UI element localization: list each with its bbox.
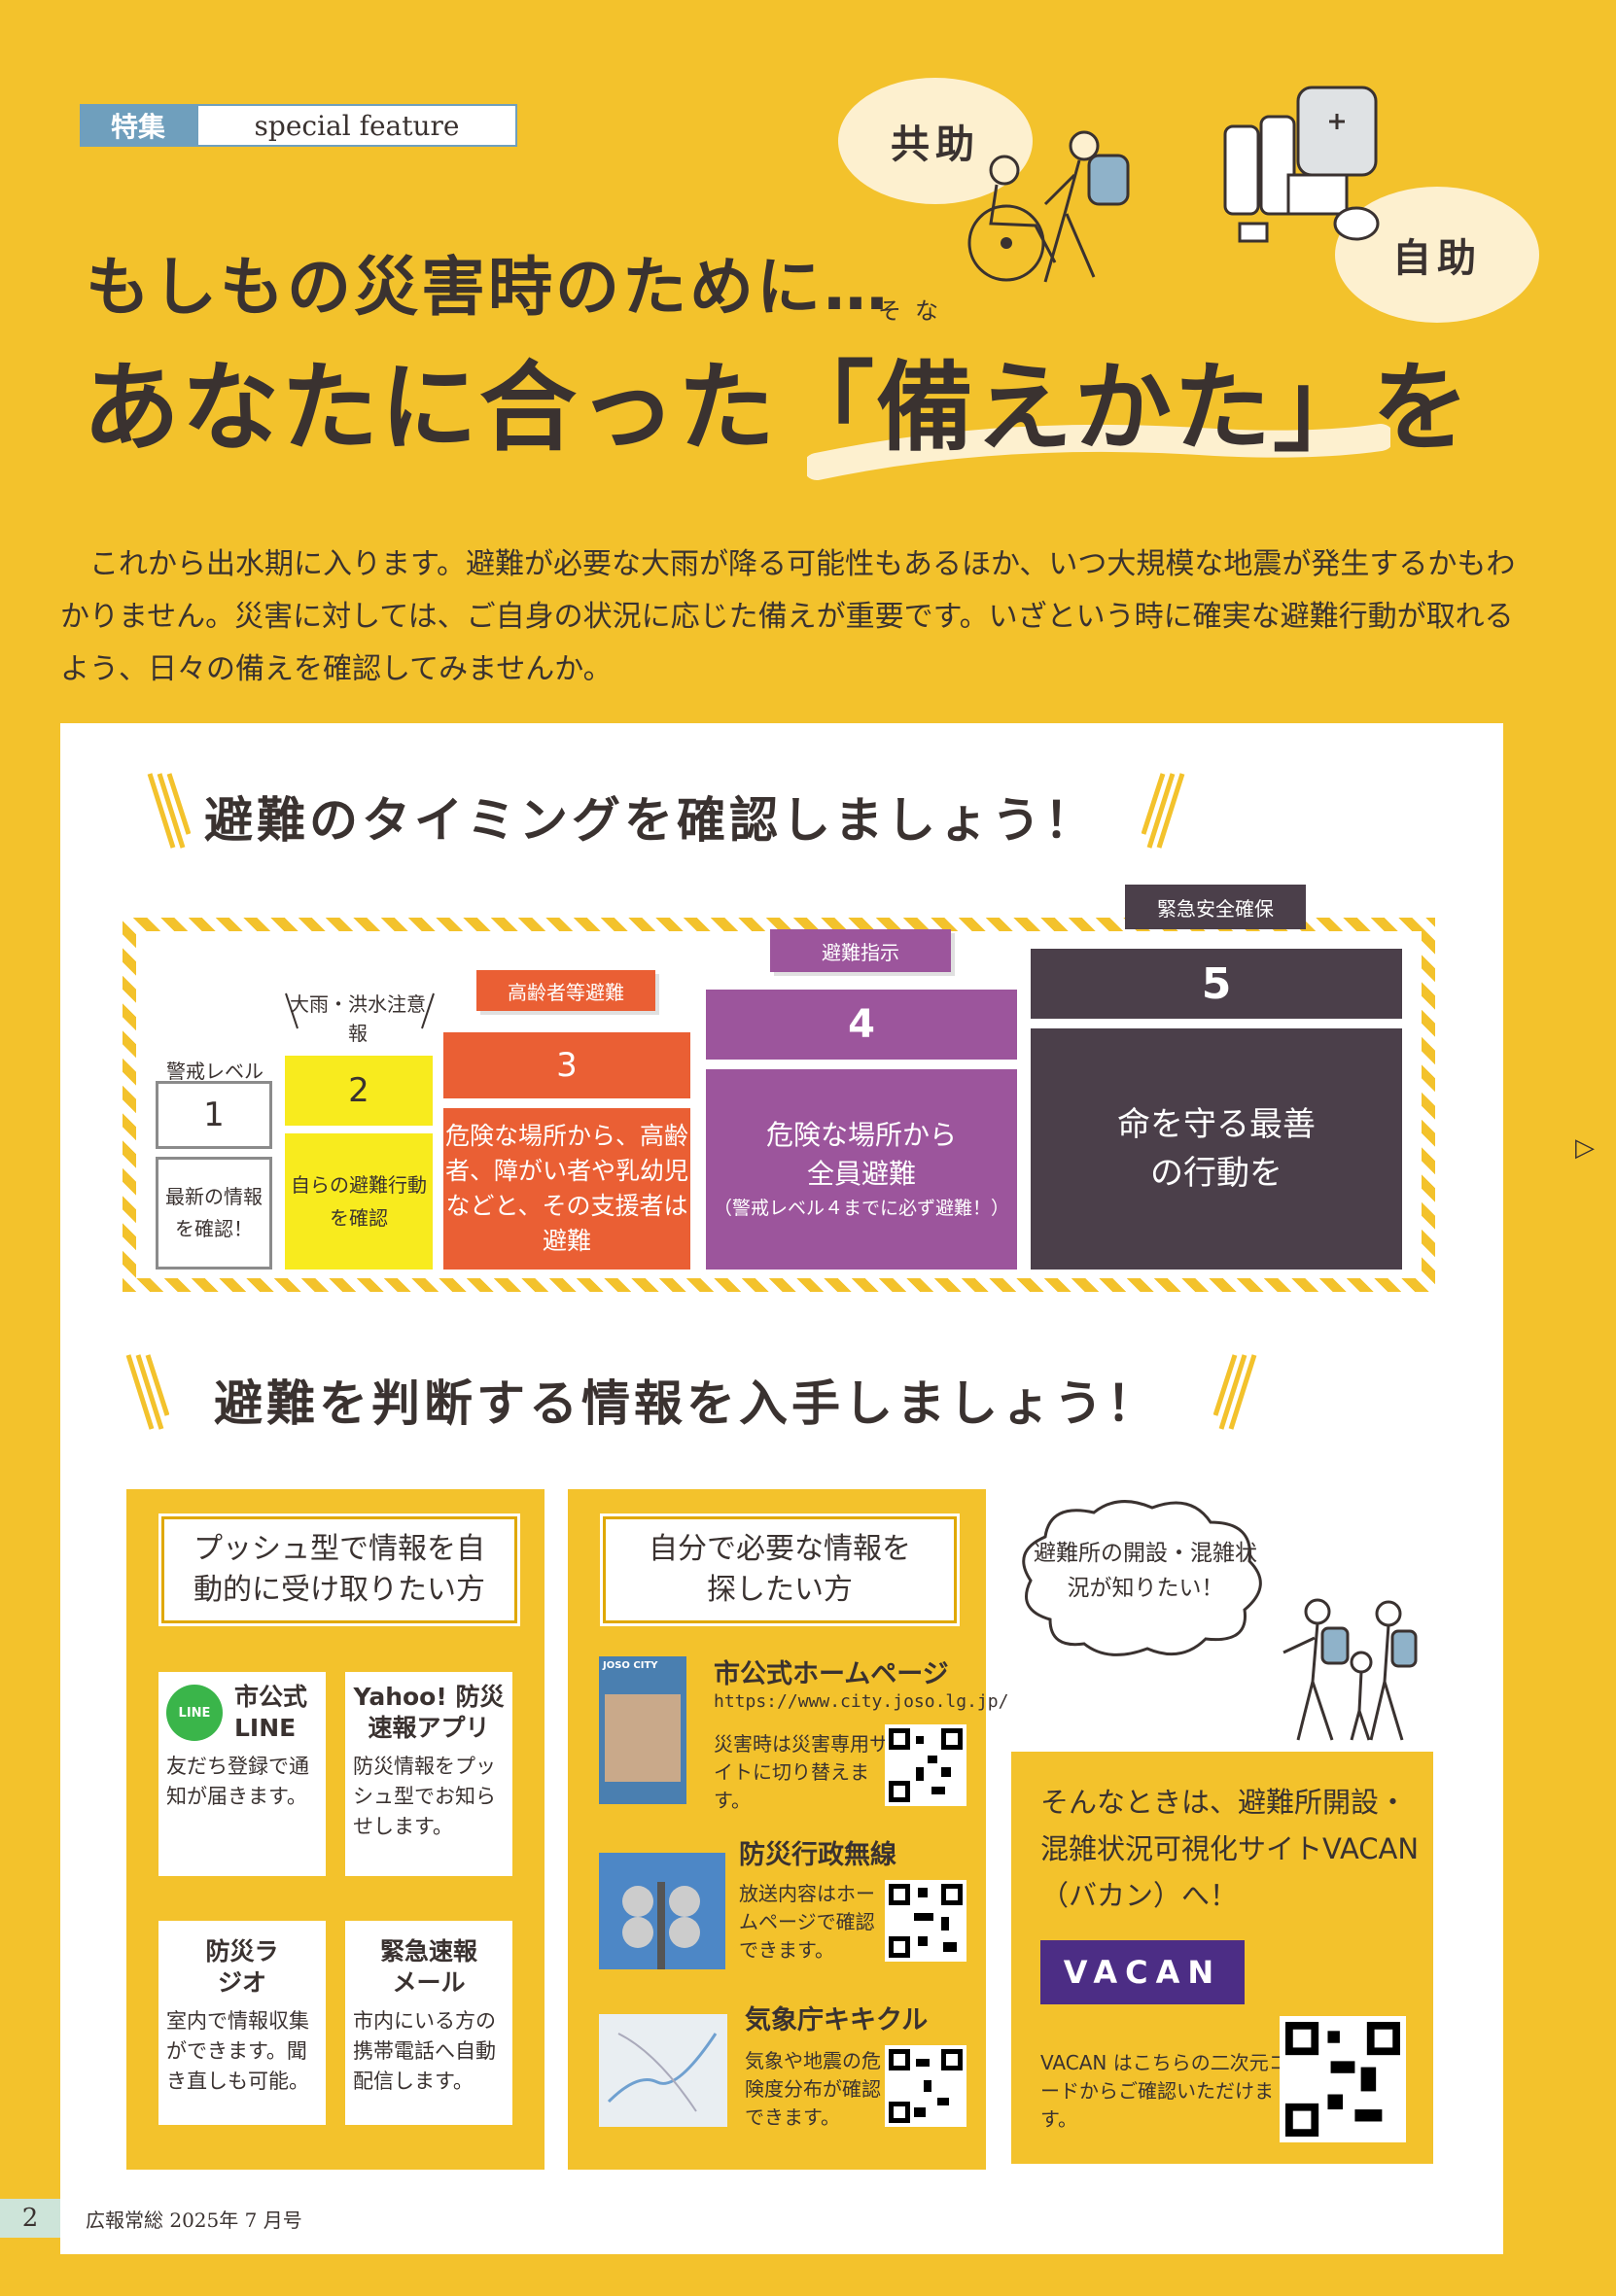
line-text: 友だち登録で通知が届きます。: [166, 1755, 309, 1808]
level1-description: 最新の情報を確認！: [156, 1157, 272, 1270]
feature-tag: 特集 special feature: [80, 104, 517, 147]
radio-card[interactable]: 防災ラジオ 室内で情報収集ができます。聞き直しも可能。: [158, 1921, 326, 2125]
radio-title: 防災ラジオ: [205, 1937, 279, 1997]
yahoo-title: Yahoo! 防災速報アプリ: [353, 1683, 505, 1742]
level3-label: 高齢者等避難: [476, 970, 655, 1011]
section2-title: 避難を判断する情報を入手しましょう！: [214, 1375, 1159, 1432]
kikikuru-text: 気象や地震の危険度分布が確認できます。: [745, 2049, 881, 2129]
feature-tag-en: special feature: [196, 104, 517, 147]
level4-label: 避難指示: [770, 929, 951, 972]
level5-description: 命を守る最善の行動を: [1031, 1028, 1402, 1270]
radio-text: 室内で情報収集ができます。聞き直しも可能。: [166, 2009, 309, 2093]
jijo-bubble: 自助: [1335, 187, 1539, 323]
homepage-text: 災害時は災害専用サイトに切り替えます。: [714, 1732, 889, 1812]
level3-number: 3: [443, 1032, 690, 1098]
level5-label: 緊急安全確保: [1125, 885, 1306, 929]
level2-description: 自らの避難行動を確認: [285, 1133, 433, 1270]
page-number: 2: [0, 2199, 60, 2238]
homepage-title[interactable]: 市公式ホームページ: [714, 1659, 949, 1689]
musen-speaker-photo: [599, 1853, 725, 1969]
wheelchair-illustration: [967, 130, 1130, 283]
push-heading: プッシュ型で情報を自動的に受け取りたい方: [158, 1513, 520, 1626]
supplies-illustration: [1223, 86, 1380, 243]
search-heading: 自分で必要な情報を探したい方: [600, 1513, 960, 1626]
level2-number: 2: [285, 1056, 433, 1126]
level5-desc-text: 命を守る最善の行動を: [1117, 1105, 1316, 1193]
mail-text: 市内にいる方の携帯電話へ自動配信します。: [353, 2009, 496, 2093]
feature-tag-jp: 特集: [80, 104, 196, 147]
title-line2: あなたに合った「備えかた」を: [83, 351, 1471, 465]
search-heading-text: 自分で必要な情報を探したい方: [649, 1532, 911, 1607]
intro-text: これから出水期に入ります。避難が必要な大雨が降る可能性もあるほか、いつ大規模な地…: [60, 547, 1516, 686]
line-card[interactable]: LINE 市公式LINE 友だち登録で通知が届きます。: [158, 1672, 326, 1876]
level5-number: 5: [1031, 949, 1402, 1019]
yahoo-card[interactable]: Yahoo! 防災速報アプリ 防災情報をプッシュ型でお知らせします。: [345, 1672, 512, 1876]
kikikuru-title: 気象庁キキクル: [745, 2005, 929, 2035]
musen-text: 放送内容はホームページで確認できます。: [739, 1882, 875, 1962]
hatch-left-1: [147, 773, 191, 849]
thought-cloud: [1022, 1500, 1262, 1656]
homepage-qr-code[interactable]: [885, 1724, 966, 1806]
kikikuru-map: [599, 2014, 727, 2127]
title-underline: [807, 424, 1390, 480]
footer-publication: 広報常総 2025年 7 月号: [86, 2209, 302, 2232]
mail-title: 緊急速報メール: [379, 1937, 477, 1997]
level4-number: 4: [706, 990, 1017, 1060]
kyojo-bubble: 共助: [838, 78, 1033, 204]
title-ruby: そな: [878, 297, 952, 325]
level2-brackets: [285, 992, 435, 1029]
level4-note: （警戒レベル４までに必ず避難！）: [713, 1198, 1009, 1219]
level1-label: 警戒レベル: [166, 1060, 263, 1083]
line-title: 市公式LINE: [234, 1683, 308, 1742]
mail-card[interactable]: 緊急速報メール 市内にいる方の携帯電話へ自動配信します。: [345, 1921, 512, 2125]
level3-description: 危険な場所から、高齢者、障がい者や乳幼児などと、その支援者は避難: [443, 1108, 690, 1270]
level2-label: 大雨・洪水注意報: [290, 992, 426, 1045]
vacan-qr-code[interactable]: [1280, 2016, 1406, 2142]
level4-desc-text: 危険な場所から全員避難: [765, 1119, 957, 1190]
hatch-right-1: [1142, 773, 1185, 849]
line-icon: LINE: [166, 1685, 223, 1741]
title-line1: もしもの災害時のために…: [86, 250, 891, 325]
level4-description: 危険な場所から全員避難 （警戒レベル４までに必ず避難！）: [706, 1069, 1017, 1270]
push-heading-text: プッシュ型で情報を自動的に受け取りたい方: [193, 1532, 485, 1607]
homepage-thumb-label: JOSO CITY: [603, 1660, 658, 1671]
vacan-small-text: VACAN はこちらの二次元コードからご確認いただけます。: [1040, 2051, 1288, 2131]
homepage-url[interactable]: https://www.city.joso.lg.jp/: [714, 1691, 1009, 1712]
musen-title: 防災行政無線: [739, 1840, 896, 1870]
next-page-arrow-icon[interactable]: ▷: [1575, 1133, 1595, 1163]
walking-people-illustration: [1282, 1598, 1418, 1741]
hatch-right-2: [1213, 1354, 1257, 1430]
vacan-text: そんなときは、避難所開設・混雑状況可視化サイトVACAN（バカン）へ！: [1040, 1786, 1420, 1912]
yahoo-text: 防災情報をプッシュ型でお知らせします。: [353, 1755, 496, 1838]
kikikuru-qr-code[interactable]: [885, 2045, 966, 2127]
section1-title: 避難のタイミングを確認しましょう！: [204, 792, 1097, 849]
hatch-left-2: [125, 1354, 169, 1430]
cloud-text: 避難所の開設・混雑状況が知りたい！: [1034, 1541, 1257, 1601]
homepage-thumbnail[interactable]: JOSO CITY: [599, 1656, 686, 1804]
vacan-logo[interactable]: VACAN: [1040, 1940, 1245, 2004]
musen-qr-code[interactable]: [885, 1880, 966, 1962]
level1-number: 1: [156, 1081, 272, 1149]
